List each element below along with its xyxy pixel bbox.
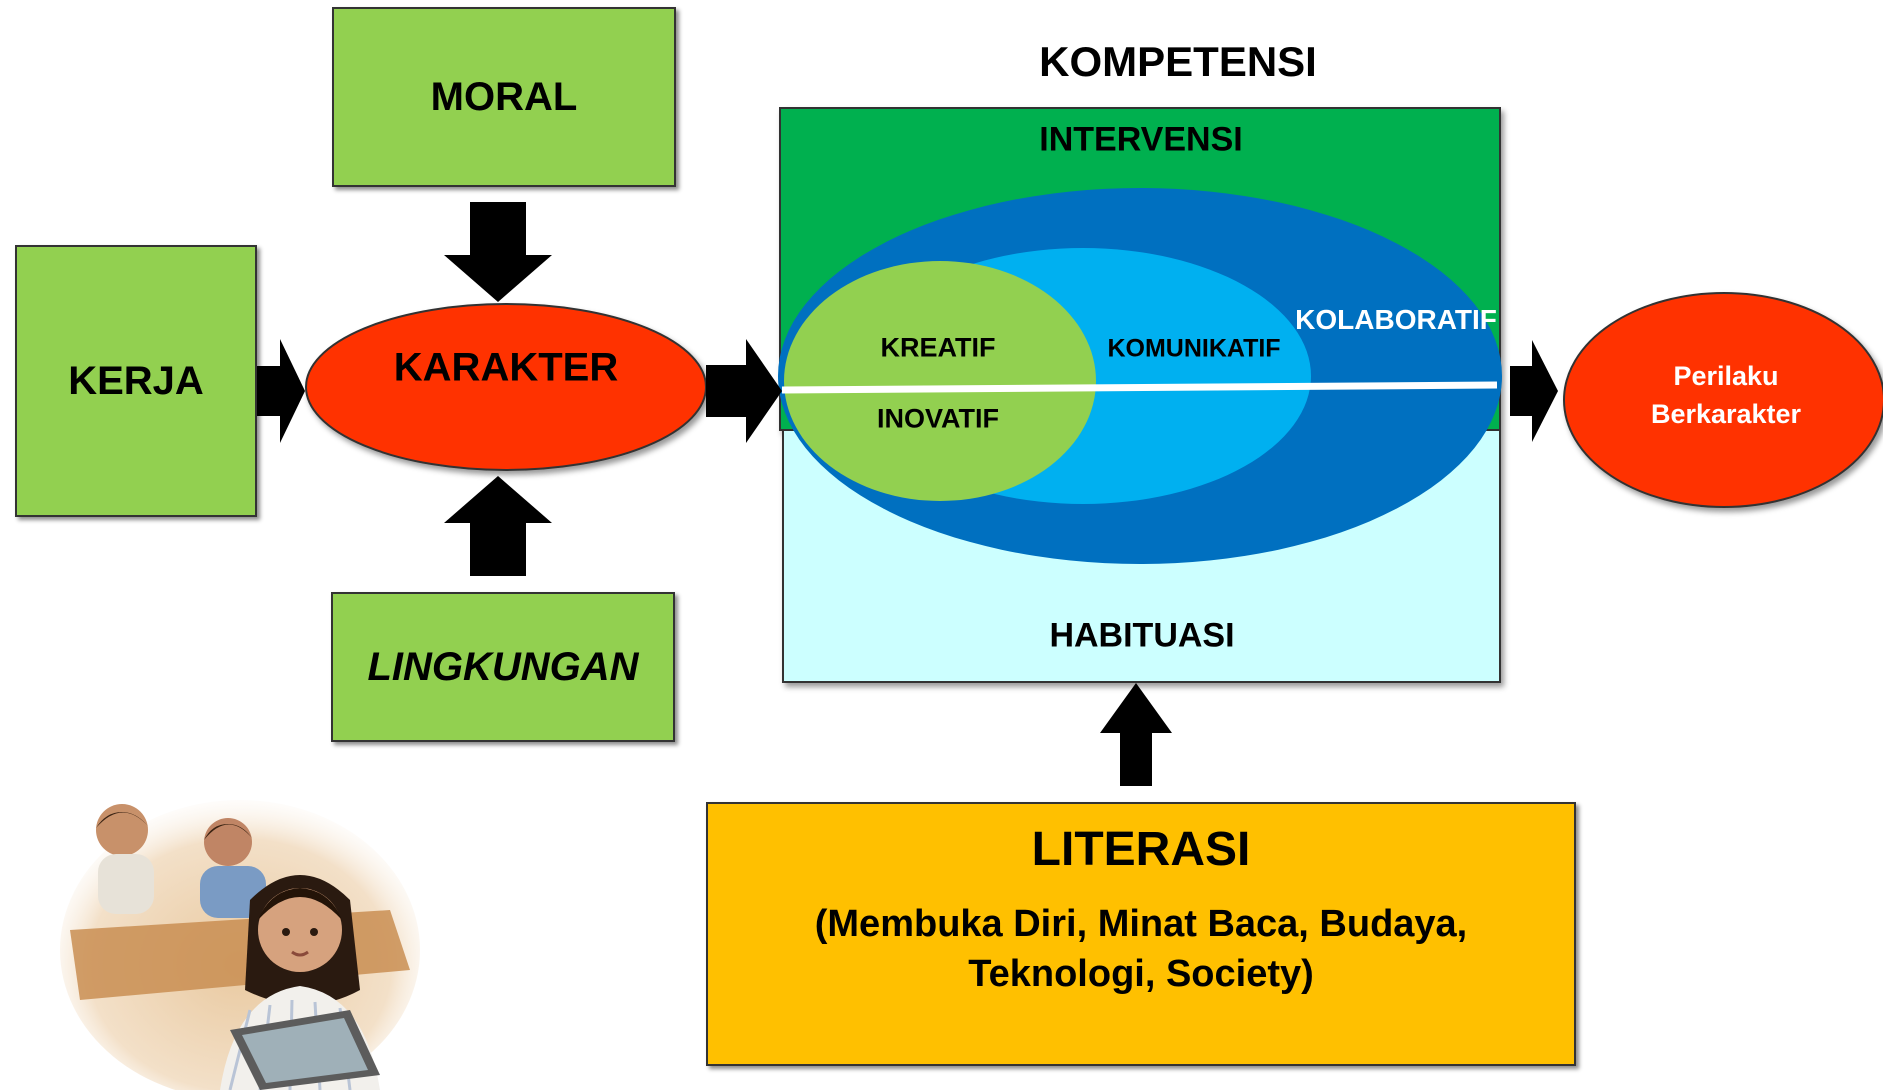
moral-label: MORAL [430,74,578,119]
kompetensi-title: KOMPETENSI [1039,38,1317,85]
inovatif-label: INOVATIF [877,403,999,434]
arrow-to-output [1510,340,1558,442]
output-line2: Berkarakter [1650,399,1802,429]
kerja-box: KERJA [15,245,257,517]
output-label: Perilaku Berkarakter [1651,357,1801,433]
lingkungan-label: LINGKUNGAN [367,644,639,689]
habituasi-label: HABITUASI [1049,616,1235,655]
karakter-label: KARAKTER [393,345,619,390]
arrow-kerja-right [250,339,305,443]
arrow-to-competence [706,339,782,443]
literasi-detail-line2: Teknologi, Society) [968,953,1314,995]
literasi-detail: (Membuka Diri, Minat Baca, Budaya, Tekno… [815,899,1468,999]
literasi-box: LITERASI (Membuka Diri, Minat Baca, Buda… [706,802,1576,1066]
kreatif-ellipse [784,261,1096,501]
kolaboratif-label: KOLABORATIF [1295,304,1497,335]
komunikatif-label: KOMUNIKATIF [1107,334,1281,363]
moral-box: MORAL [332,7,676,187]
arrow-moral-down [444,202,552,302]
output-ellipse [1563,292,1883,508]
intervensi-label: INTERVENSI [1039,120,1243,159]
kerja-label: KERJA [68,358,204,403]
arrow-lingkungan-up [444,476,552,576]
children-photo [60,800,420,1090]
literasi-title: LITERASI [1031,823,1251,876]
lingkungan-box: LINGKUNGAN [331,592,675,742]
arrow-literasi-up [1100,683,1172,786]
literasi-detail-line1: (Membuka Diri, Minat Baca, Budaya, [814,903,1468,945]
divider-line [781,381,1498,394]
output-line1: Perilaku [1673,361,1779,391]
kreatif-label: KREATIF [880,332,996,363]
